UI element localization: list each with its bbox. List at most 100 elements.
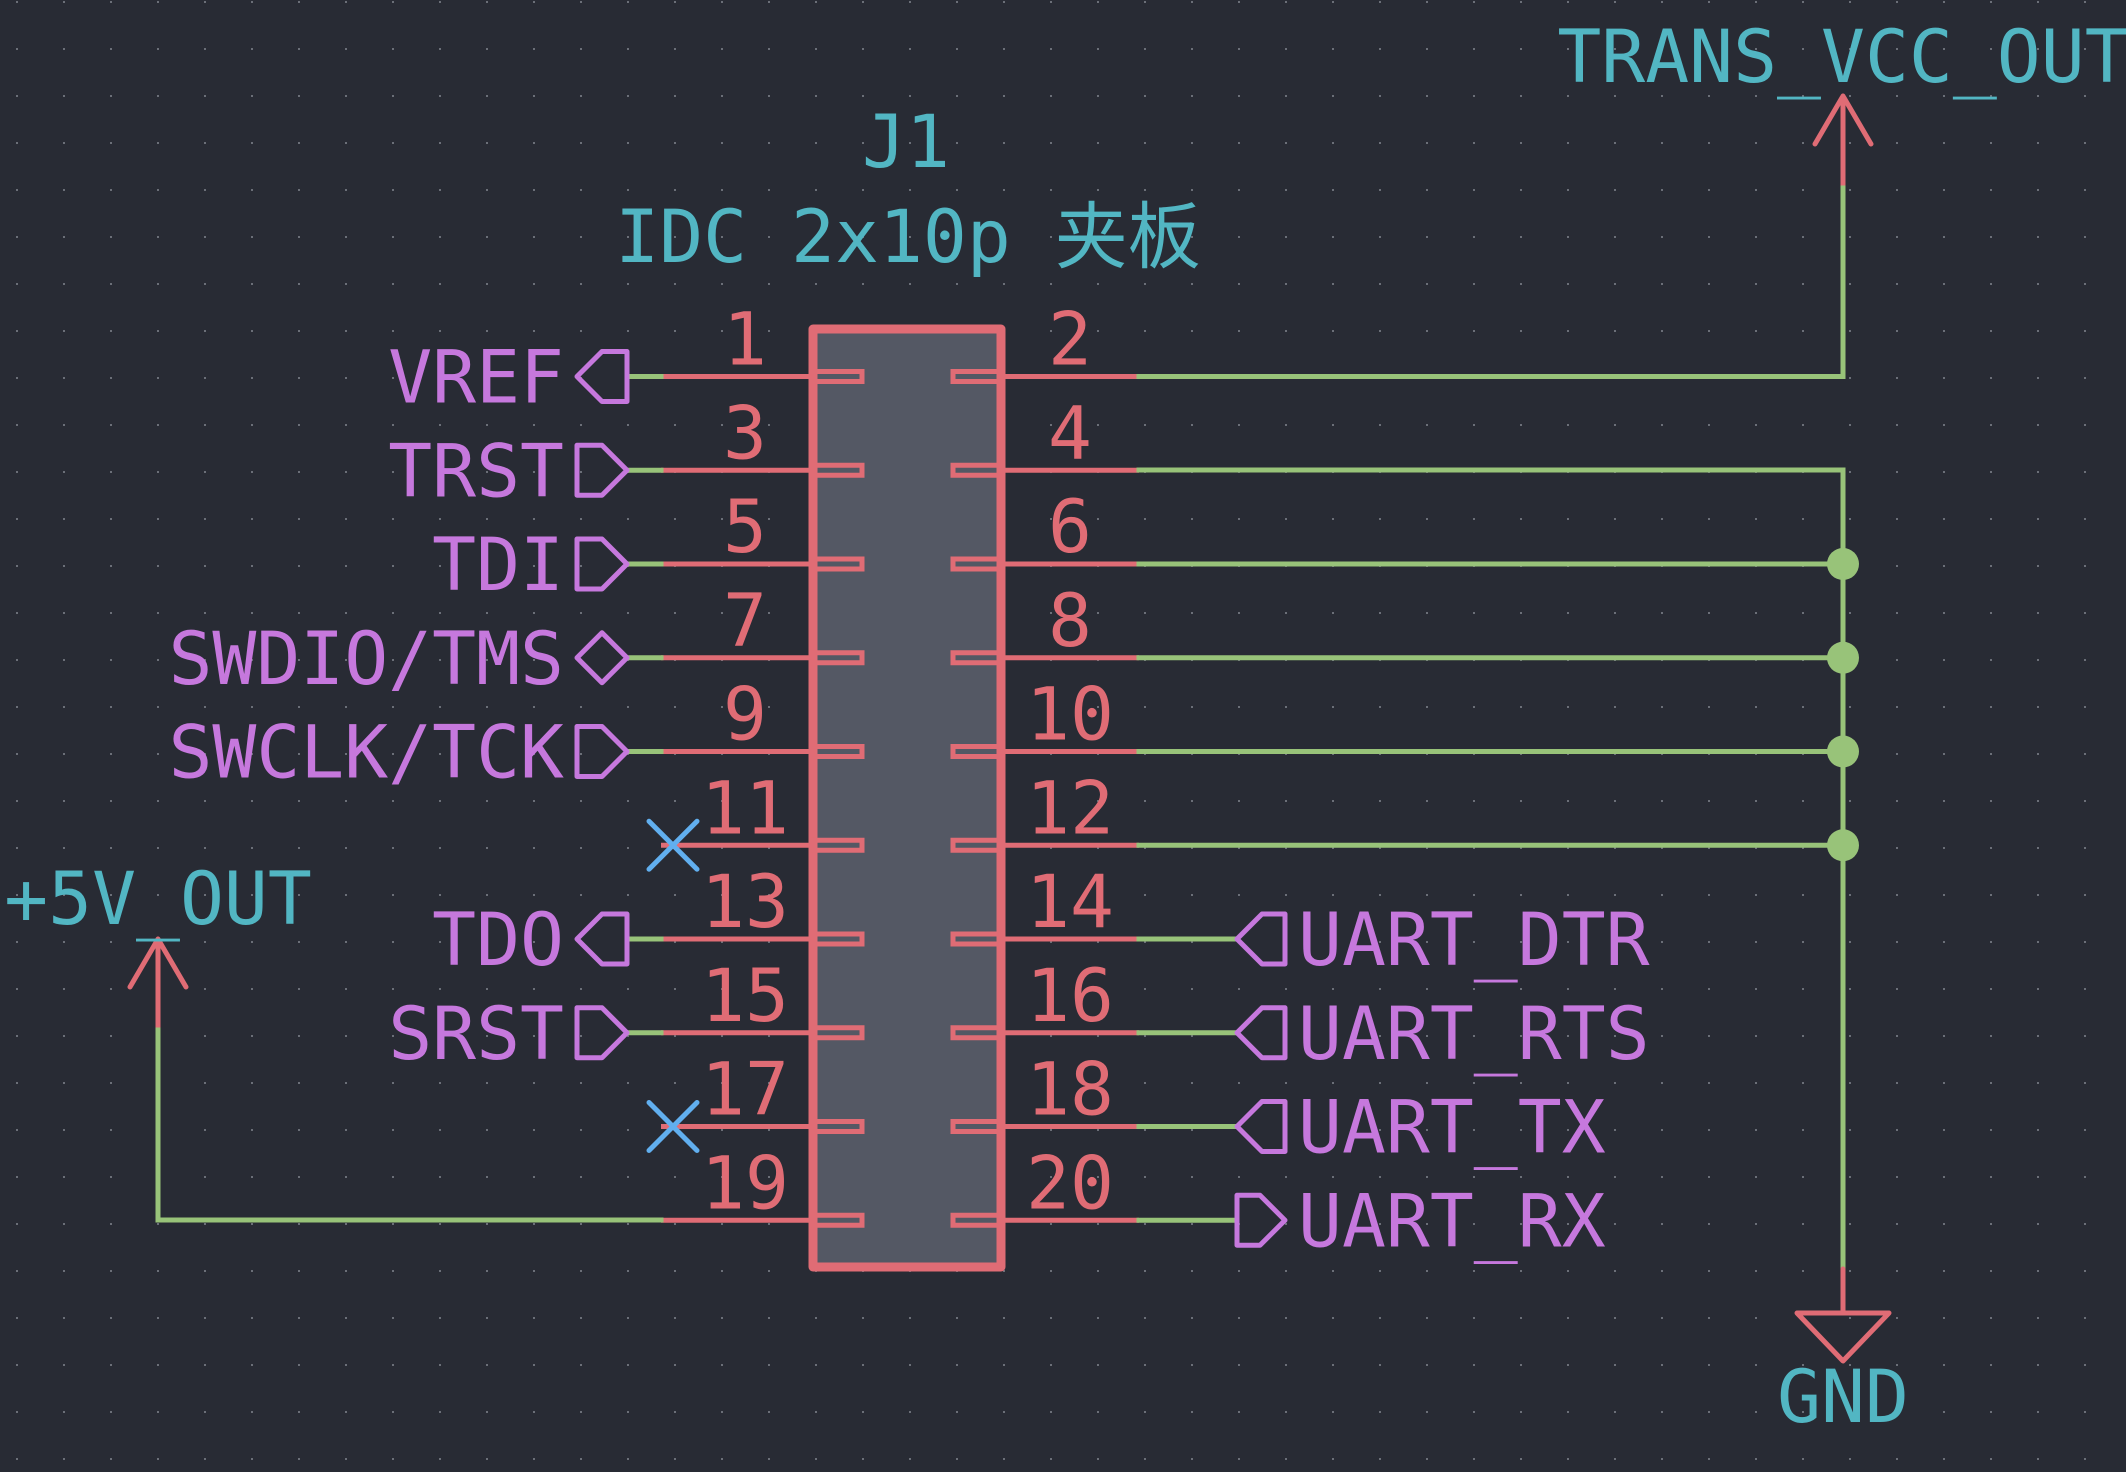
net-label[interactable]: TRST [388, 429, 564, 514]
grid-dot [16, 612, 18, 614]
net-label[interactable]: UART_RX [1298, 1179, 1606, 1264]
grid-dot [298, 236, 300, 238]
grid-dot [674, 612, 676, 614]
net-label[interactable]: UART_RTS [1298, 992, 1650, 1077]
grid-dot [1426, 189, 1428, 191]
grid-dot [251, 95, 253, 97]
grid-dot [1144, 1129, 1146, 1131]
grid-dot [1520, 706, 1522, 708]
grid-dot [1379, 283, 1381, 285]
grid-dot [1708, 1364, 1710, 1366]
input-label-icon [1234, 911, 1288, 967]
grid-dot [16, 565, 18, 567]
grid-dot [1849, 1364, 1851, 1366]
grid-dot [1191, 1411, 1193, 1413]
grid-dot [1520, 95, 1522, 97]
grid-dot [110, 988, 112, 990]
grid-dot [1567, 189, 1569, 191]
grid-dot [392, 1223, 394, 1225]
grid-dot [1943, 424, 1945, 426]
gnd-power-symbol[interactable]: GND [1777, 1266, 1909, 1440]
grid-dot [1896, 565, 1898, 567]
connector-body[interactable] [808, 324, 1006, 1272]
vcc5-power-symbol[interactable]: +5V_OUT [4, 857, 312, 1033]
grid-dot [157, 565, 159, 567]
pin-19[interactable]: 19 [661, 1141, 865, 1228]
input-label-icon [1234, 1099, 1288, 1154]
net-label[interactable]: UART_TX [1298, 1086, 1606, 1171]
grid-dot [345, 941, 347, 943]
grid-dot [1802, 330, 1804, 332]
grid-dot [1332, 1176, 1334, 1178]
net-label[interactable]: SRST [388, 992, 564, 1077]
vcc5-wire[interactable] [155, 1027, 664, 1223]
pin-17[interactable]: 17 [646, 1048, 865, 1153]
grid-dot [1755, 95, 1757, 97]
grid-dot [768, 1129, 770, 1131]
pin-10[interactable]: 10 [950, 673, 1846, 759]
grid-dot [1896, 283, 1898, 285]
grid-dot [63, 753, 65, 755]
grid-dot [1849, 471, 1851, 473]
grid-dot [1802, 424, 1804, 426]
net-label[interactable]: SWCLK/TCK [168, 711, 564, 796]
grid-dot [1332, 941, 1334, 943]
pin-11[interactable]: 11 [646, 766, 865, 872]
grid-dot [63, 236, 65, 238]
trans-vcc-power-symbol[interactable]: TRANS_VCC_OUT [1557, 15, 2126, 191]
gnd-bus-wire[interactable] [1136, 467, 1846, 1272]
grid-dot [533, 1129, 535, 1131]
grid-dot [1614, 95, 1616, 97]
pin-stub [950, 369, 1004, 384]
net-label[interactable]: TDO [432, 898, 564, 983]
pin-8[interactable]: 8 [950, 579, 1846, 666]
net-label[interactable]: UART_DTR [1298, 898, 1650, 983]
pin-6[interactable]: 6 [950, 485, 1846, 572]
grid-dot [1849, 1270, 1851, 1272]
pin-12[interactable]: 12 [950, 766, 1846, 853]
grid-dot [1943, 330, 1945, 332]
net-label[interactable]: SWDIO/TMS [168, 617, 564, 702]
grid-dot [1567, 941, 1569, 943]
grid-dot [580, 1223, 582, 1225]
grid-dot [110, 189, 112, 191]
component-reference[interactable]: J1 [862, 100, 950, 185]
net-label[interactable]: TDI [432, 523, 564, 608]
pin-4[interactable]: 4 [950, 391, 1139, 478]
grid-dot [768, 894, 770, 896]
grid-dot [486, 1176, 488, 1178]
grid-dot [486, 1082, 488, 1084]
grid-dot [909, 142, 911, 144]
junction-dot [1827, 735, 1859, 768]
grid-dot [1379, 1458, 1381, 1460]
net-label[interactable]: VREF [388, 336, 564, 421]
grid-dot [1379, 894, 1381, 896]
grid-dot [439, 1223, 441, 1225]
input-label-icon [1234, 1005, 1288, 1061]
grid-dot [1379, 424, 1381, 426]
pin-2[interactable]: 2 [950, 298, 1139, 384]
grid-dot [63, 1223, 65, 1225]
component-value[interactable]: IDC 2x10p 夹板 [615, 195, 1201, 280]
trans-vcc-wire[interactable] [1136, 185, 1846, 379]
grid-dot [1144, 1, 1146, 3]
grid-dot [533, 1035, 535, 1037]
grid-dot [1802, 894, 1804, 896]
grid-dot [1708, 142, 1710, 144]
grid-dot [1567, 1082, 1569, 1084]
grid-dot [1520, 48, 1522, 50]
grid-dot [392, 424, 394, 426]
grid-dot [1802, 800, 1804, 802]
grid-dot [1755, 1035, 1757, 1037]
